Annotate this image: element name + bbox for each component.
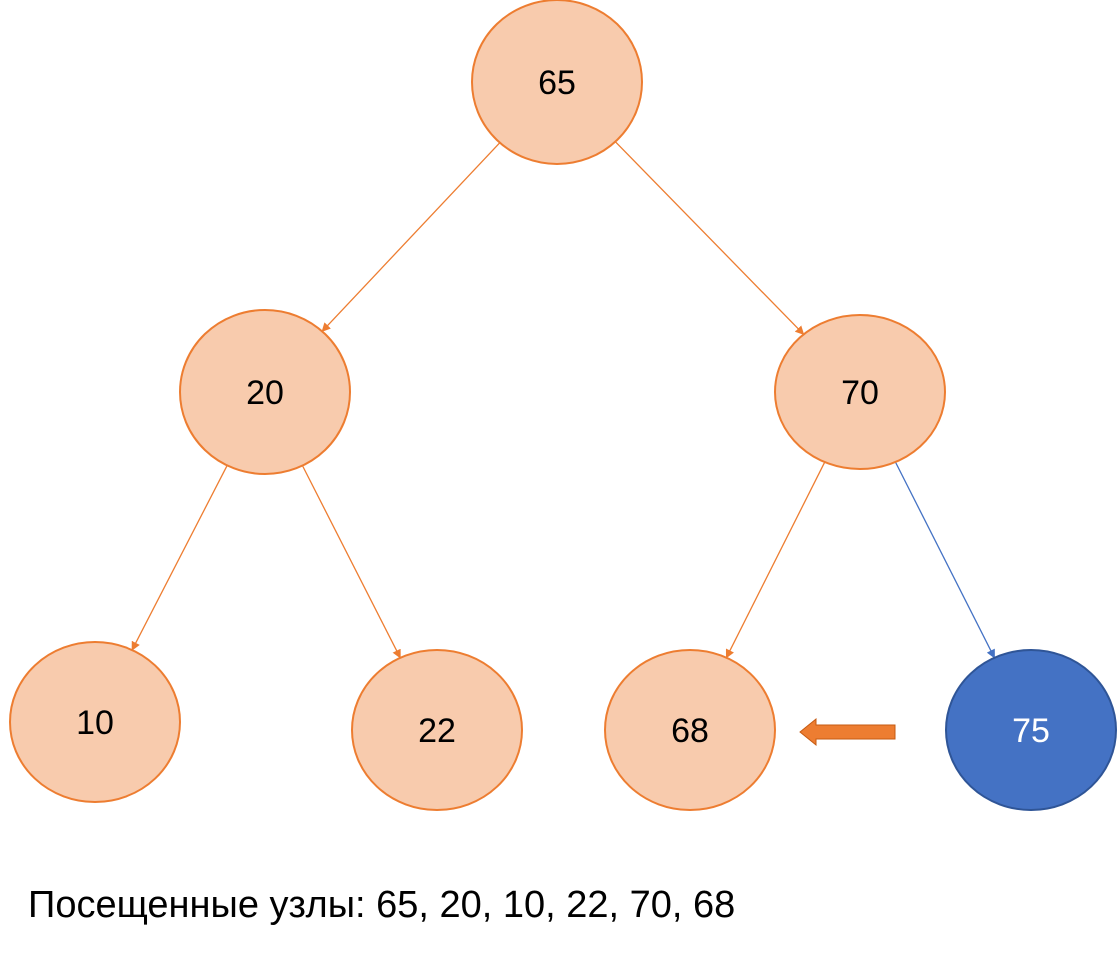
visited-node-circle (774, 314, 946, 470)
node-label-20: 20 (246, 374, 284, 412)
tree-node-68: 68 (604, 649, 776, 811)
node-label-70: 70 (841, 374, 879, 412)
node-label-68: 68 (671, 712, 709, 750)
edge-70-to-75 (894, 461, 996, 659)
tree-node-10: 10 (9, 641, 181, 803)
edge-65-to-20 (321, 142, 501, 332)
node-label-22: 22 (418, 712, 456, 750)
edge-65-to-70 (614, 141, 805, 335)
node-label-10: 10 (76, 704, 114, 742)
edge-20-to-10 (131, 465, 228, 651)
visited-nodes-caption: Посещенные узлы: 65, 20, 10, 22, 70, 68 (28, 884, 736, 926)
tree-node-20: 20 (179, 309, 351, 475)
visited-node-circle (179, 309, 351, 475)
visited-node-circle (604, 649, 776, 811)
pointer-layer (799, 717, 896, 747)
tree-node-70: 70 (774, 314, 946, 470)
current-node-circle (945, 649, 1117, 811)
tree-node-75: 75 (945, 649, 1117, 811)
tree-node-65: 65 (471, 0, 643, 165)
edges-layer (131, 141, 996, 659)
tree-node-22: 22 (351, 649, 523, 811)
edge-20-to-22 (301, 465, 401, 659)
nodes-layer: 65 20 70 10 22 68 75 (9, 0, 1117, 811)
node-label-65: 65 (538, 64, 576, 102)
visited-node-circle (351, 649, 523, 811)
traversal-step-arrow (799, 717, 896, 747)
visited-node-circle (471, 0, 643, 165)
visited-node-circle (9, 641, 181, 803)
edge-70-to-68 (725, 461, 826, 659)
node-label-75: 75 (1012, 712, 1050, 750)
